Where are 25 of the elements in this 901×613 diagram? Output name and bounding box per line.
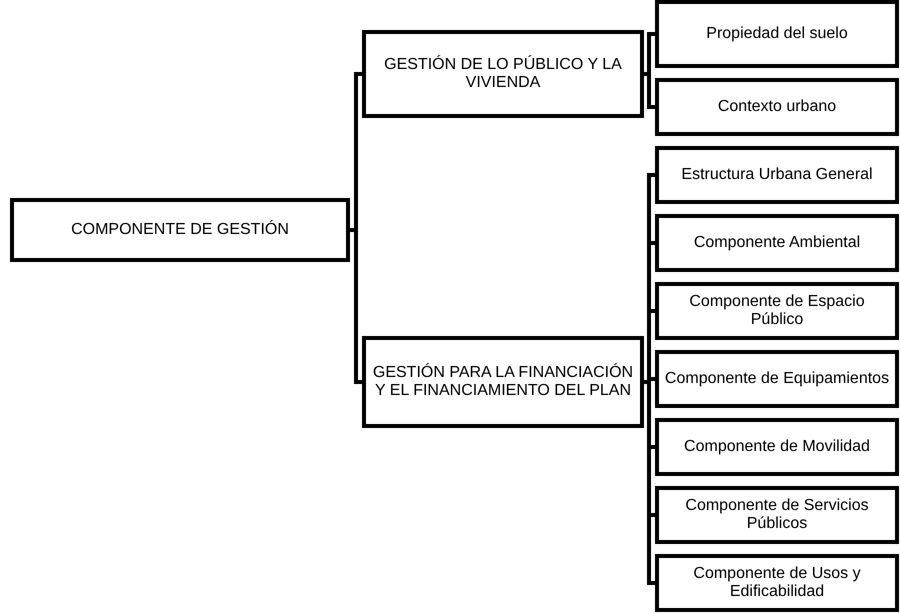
box-label: Componente de Servicios Públicos	[684, 497, 870, 533]
box-label: Contexto urbano	[718, 98, 836, 116]
process-box	[655, 418, 899, 476]
process-box	[362, 30, 644, 118]
process-box	[655, 350, 899, 408]
process-box	[655, 78, 899, 136]
process-box	[655, 282, 899, 340]
process-box	[655, 146, 899, 204]
box-label: COMPONENTE DE GESTIÓN	[71, 221, 289, 239]
process-box	[655, 0, 899, 68]
connector-line	[644, 72, 655, 109]
box-label: Componente de Usos y Edificabilidad	[692, 565, 862, 601]
process-box	[655, 486, 899, 544]
box-label: Componente de Espacio Público	[688, 293, 866, 329]
box-label: Componente Ambiental	[694, 234, 860, 252]
process-box	[655, 554, 899, 612]
box-label: Propiedad del suelo	[706, 25, 848, 43]
box-label: GESTIÓN DE LO PÚBLICO Y LA VIVIENDA	[383, 56, 623, 92]
box-label: GESTIÓN PARA LA FINANCIACIÓN Y EL FINANCIAMIENTO DEL PLAN	[372, 364, 634, 400]
box-label: Componente de Movilidad	[684, 438, 870, 456]
process-box	[362, 336, 644, 428]
process-box	[655, 214, 899, 272]
box-label: Componente de Equipamientos	[664, 370, 890, 388]
box-label: Estructura Urbana General	[681, 166, 873, 184]
process-box	[10, 198, 350, 262]
